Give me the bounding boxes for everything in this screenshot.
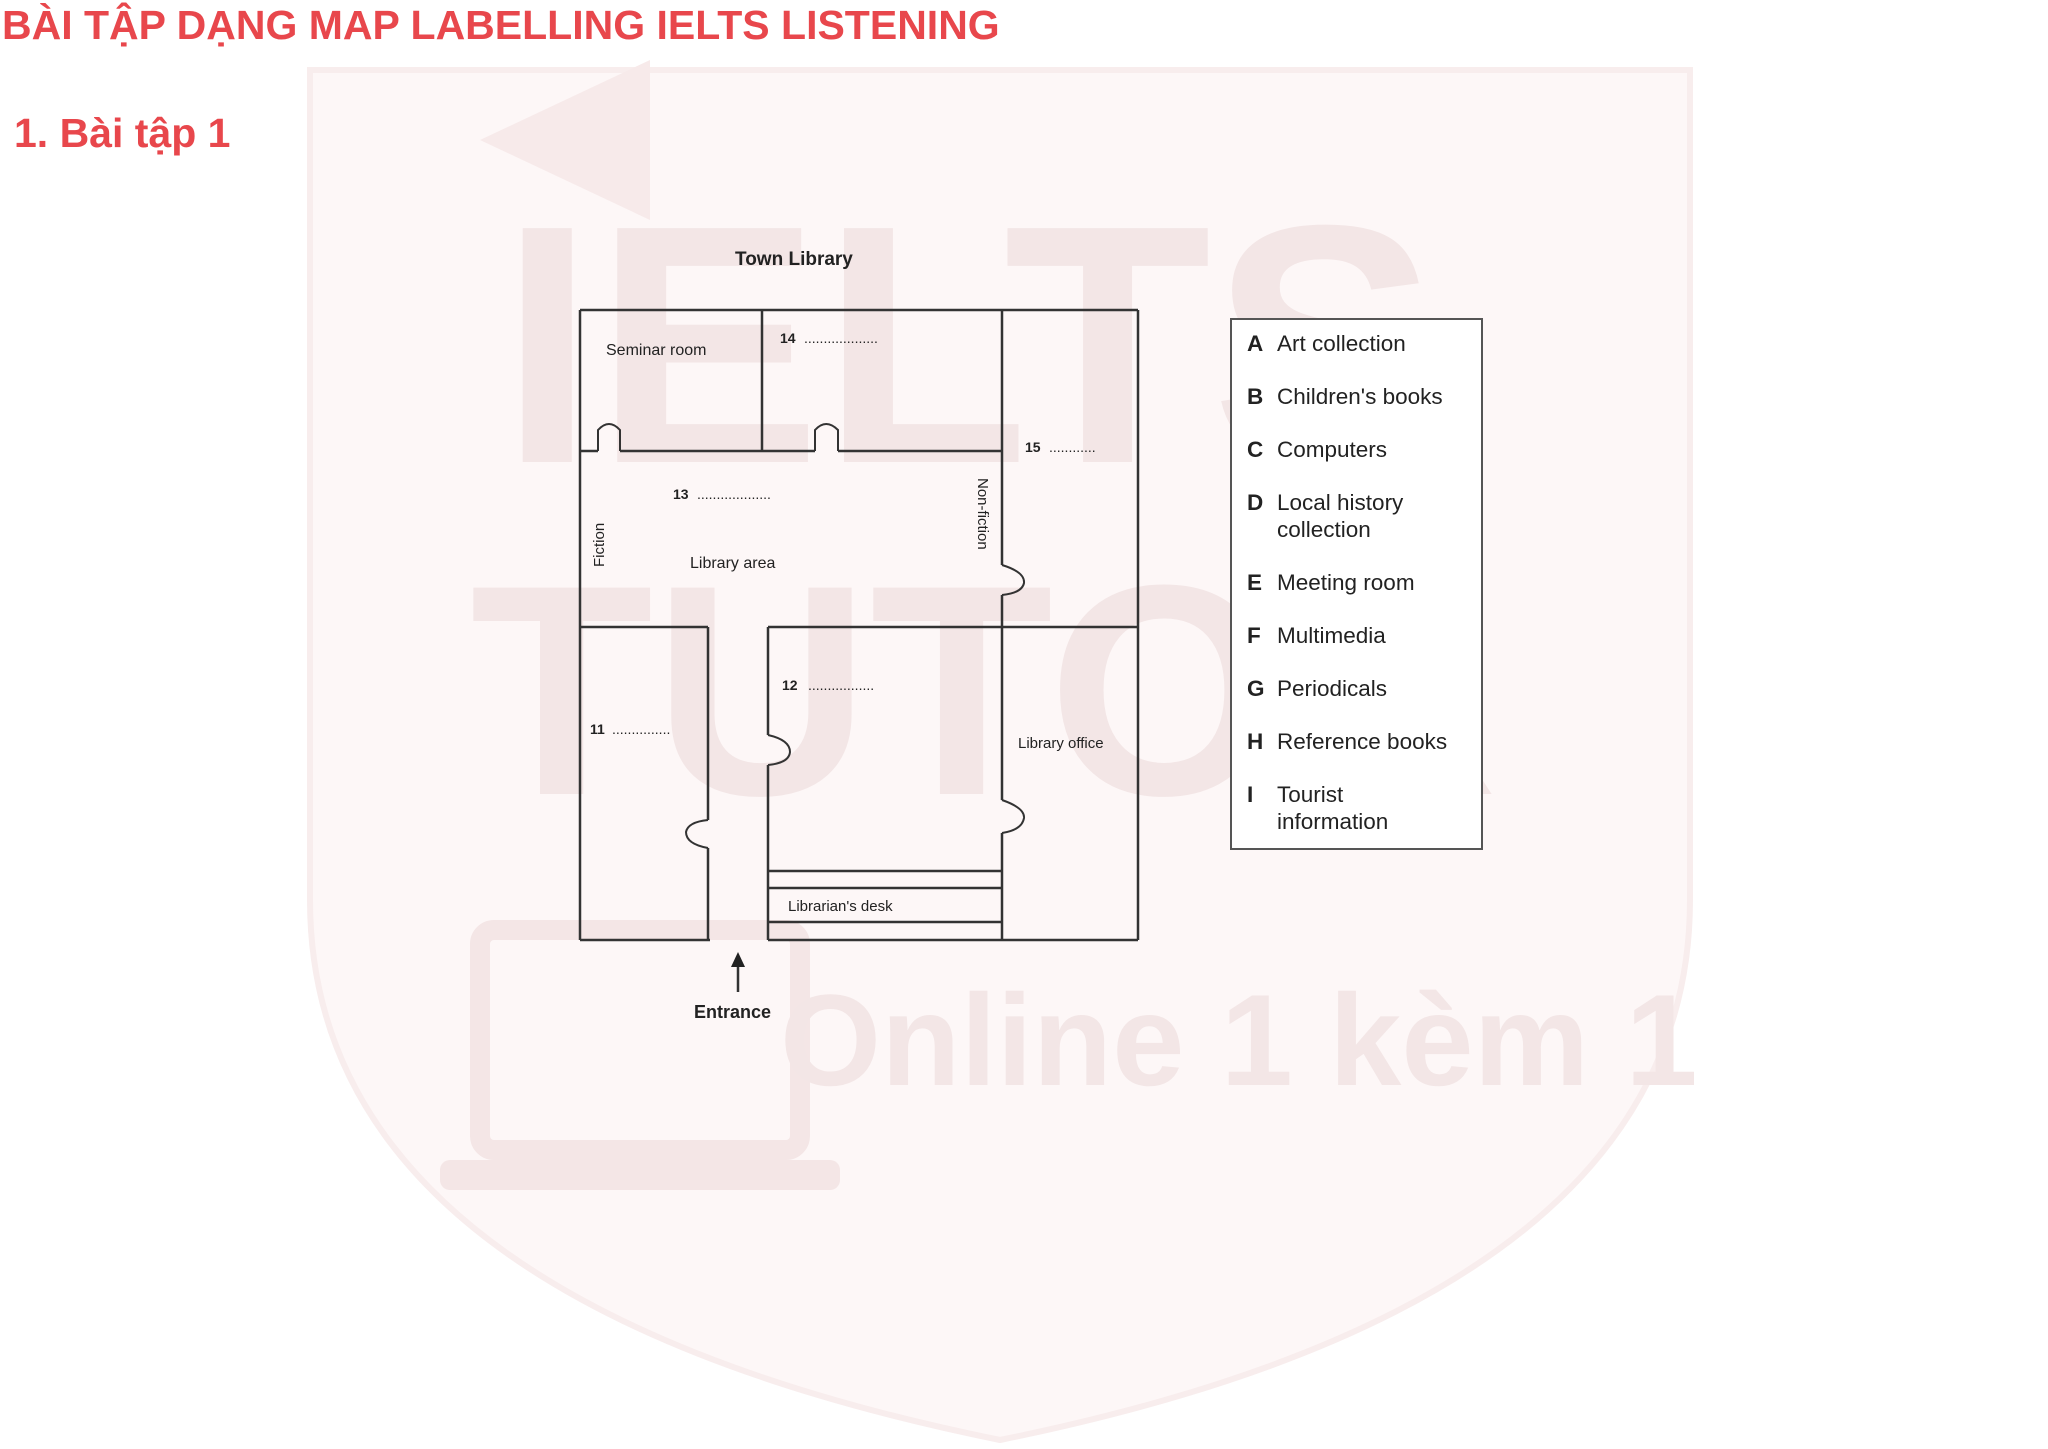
legend-item-c: C Computers (1247, 436, 1481, 463)
question-13: 13 ................... (673, 486, 771, 502)
question-14-number: 14 (780, 330, 796, 346)
legend-item-f: F Multimedia (1247, 622, 1481, 649)
question-15-blank: ............ (1049, 439, 1096, 455)
question-13-number: 13 (673, 486, 689, 502)
label-entrance: Entrance (694, 1002, 771, 1022)
section-title: 1. Bài tập 1 (14, 110, 231, 156)
map-title: Town Library (735, 249, 853, 270)
legend-letter: A (1247, 331, 1264, 356)
question-12-number: 12 (782, 677, 798, 693)
label-librarians-desk: Librarian's desk (788, 898, 893, 915)
legend-letter: C (1247, 437, 1264, 462)
question-12-blank: ................. (808, 677, 874, 693)
answer-options-legend: A Art collection B Children's books C Co… (1230, 318, 1483, 850)
label-fiction: Fiction (591, 523, 608, 567)
watermark-line-3: Online 1 kèm 1 (780, 967, 1698, 1113)
legend-text: Meeting room (1277, 570, 1415, 595)
legend-letter: I (1247, 782, 1254, 807)
legend-text: Tourist information (1277, 782, 1389, 834)
legend-text: Local history collection (1277, 490, 1404, 542)
legend-text: Children's books (1277, 384, 1443, 409)
legend-item-d: D Local history collection (1247, 489, 1481, 543)
legend-text: Periodicals (1277, 676, 1388, 701)
question-11: 11 ............... (590, 721, 670, 737)
legend-item-e: E Meeting room (1247, 569, 1481, 596)
legend-letter: H (1247, 729, 1264, 754)
question-15: 15 ............ (1025, 439, 1096, 455)
legend-letter: G (1247, 676, 1265, 701)
legend-item-h: H Reference books (1247, 728, 1481, 755)
label-seminar-room: Seminar room (606, 342, 706, 359)
label-library-office: Library office (1018, 735, 1104, 752)
question-12: 12 ................. (782, 677, 874, 693)
legend-letter: B (1247, 384, 1264, 409)
legend-letter: F (1247, 623, 1261, 648)
page-title: BÀI TẬP DẠNG MAP LABELLING IELTS LISTENI… (2, 2, 1000, 48)
legend-text: Multimedia (1277, 623, 1386, 648)
legend-letter: D (1247, 490, 1264, 515)
legend-item-a: A Art collection (1247, 330, 1481, 357)
question-14: 14 ................... (780, 330, 878, 346)
legend-text: Computers (1277, 437, 1388, 462)
label-non-fiction: Non-fiction (974, 478, 991, 550)
question-14-blank: ................... (804, 330, 878, 346)
legend-text: Reference books (1277, 729, 1448, 754)
legend-letter: E (1247, 570, 1263, 595)
label-library-area: Library area (690, 555, 775, 572)
legend-item-g: G Periodicals (1247, 675, 1481, 702)
legend-item-b: B Children's books (1247, 383, 1481, 410)
question-13-blank: ................... (697, 486, 771, 502)
question-11-blank: ............... (612, 721, 670, 737)
legend-item-i: I Tourist information (1247, 781, 1481, 835)
legend-text: Art collection (1277, 331, 1406, 356)
question-11-number: 11 (590, 721, 605, 737)
question-15-number: 15 (1025, 439, 1041, 455)
